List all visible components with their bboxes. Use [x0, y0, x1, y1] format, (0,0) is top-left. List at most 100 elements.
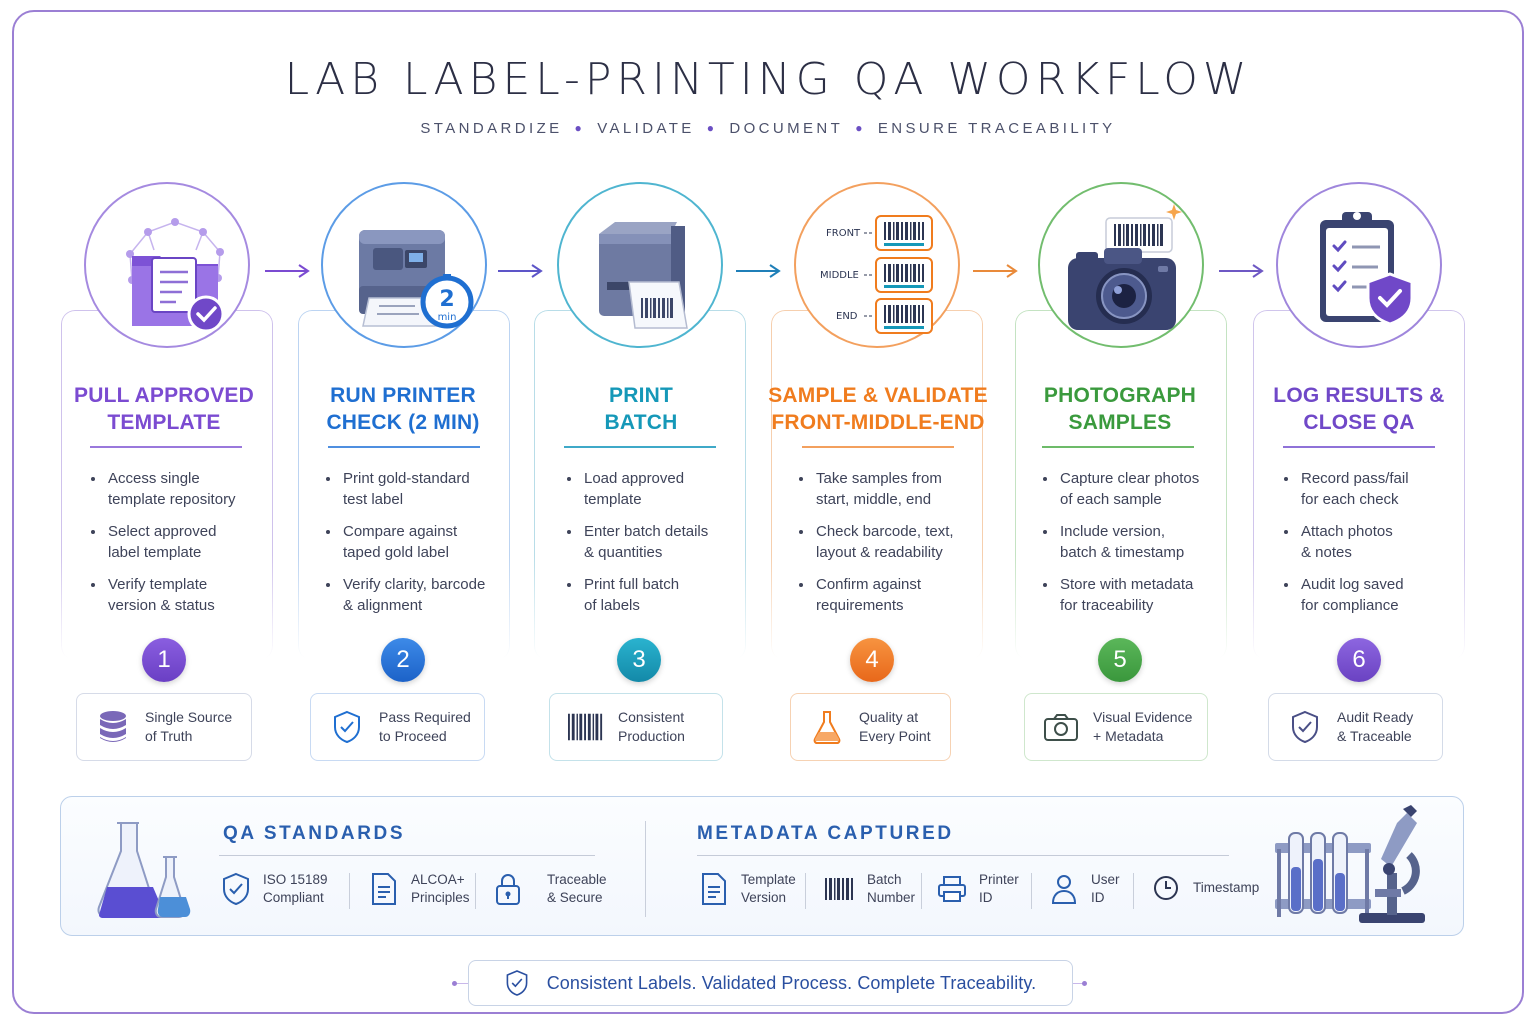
document-icon: [367, 872, 401, 906]
step-rule-4: [802, 446, 954, 448]
divider: [921, 873, 922, 909]
step-rule-5: [1042, 446, 1194, 448]
step-card-3: [534, 310, 746, 660]
bullet-item: Verify clarity, barcode& alignment: [323, 574, 523, 616]
step-title-3: PRINT BATCH: [521, 382, 761, 436]
metadata-rule: [697, 855, 1229, 856]
step-number-5: 5: [1098, 638, 1142, 682]
step-card-5: [1015, 310, 1227, 660]
subtitle-word: STANDARDIZE: [420, 120, 563, 137]
qa-standards-rule: [219, 855, 595, 856]
step-card-4: [771, 310, 983, 660]
camera-barcode-icon: [1068, 204, 1182, 330]
step-number-6: 6: [1337, 638, 1381, 682]
step-circle-1: [84, 182, 250, 348]
camera-icon: [1043, 709, 1079, 745]
step-title-line: CLOSE QA: [1303, 411, 1415, 434]
step-card-1: [61, 310, 273, 660]
step-number-2: 2: [381, 638, 425, 682]
timer-unit: min: [438, 312, 457, 323]
shield-check-icon: [1287, 709, 1323, 745]
step-rule-1: [90, 446, 242, 448]
divider: [645, 821, 646, 917]
step-circle-4: FRONT MIDDLE END: [794, 182, 960, 348]
sample-labels-icon: FRONT MIDDLE END: [820, 215, 933, 334]
step-title-6: LOG RESULTS & CLOSE QA: [1239, 382, 1479, 436]
arrow-right-icon: [973, 264, 1018, 278]
subtitle-word: VALIDATE: [597, 120, 695, 137]
arrow-right-icon: [498, 264, 543, 278]
barcode-icon: [568, 709, 604, 745]
flask-icon: [809, 709, 845, 745]
bullet-item: Check barcode, text,layout & readability: [796, 521, 996, 563]
page-subtitle: STANDARDIZE●VALIDATE●DOCUMENT●ENSURE TRA…: [0, 120, 1536, 137]
step-title-line: SAMPLES: [1068, 411, 1172, 434]
divider: [475, 873, 476, 909]
step-number-3: 3: [617, 638, 661, 682]
qa-standard-item: Traceable& Secure: [491, 871, 607, 907]
step-rule-3: [564, 446, 716, 448]
qa-standards-heading: QA STANDARDS: [223, 823, 406, 844]
template-folder-icon: [126, 218, 225, 333]
badge-text: Visual Evidence+ Metadata: [1093, 709, 1193, 744]
step-rule-6: [1283, 446, 1435, 448]
printer-timer-icon: 2 min: [359, 230, 474, 329]
sample-label-end: END: [836, 311, 858, 322]
subtitle-dot: ●: [574, 121, 586, 135]
database-icon: [95, 709, 131, 745]
step-title-line: CHECK (2 MIN): [326, 411, 480, 434]
user-icon: [1047, 872, 1081, 906]
footer-line-right: [1073, 983, 1085, 984]
step-title-2: RUN PRINTER CHECK (2 MIN): [283, 382, 523, 436]
step-circle-3: [557, 182, 723, 348]
footer-tagline: Consistent Labels. Validated Process. Co…: [546, 972, 1037, 993]
lock-icon: [491, 872, 525, 906]
step-card-2: [298, 310, 510, 660]
shield-check-icon: [329, 709, 365, 745]
subtitle-word: ENSURE TRACEABILITY: [877, 120, 1116, 137]
step-number-1: 1: [142, 638, 186, 682]
step-title-line: PRINT: [609, 384, 673, 407]
divider: [805, 873, 806, 909]
arrow-right-icon: [736, 264, 781, 278]
step-badge-5: Visual Evidence+ Metadata: [1024, 693, 1208, 761]
footer-dot-left: [452, 981, 457, 986]
step-circle-5: [1038, 182, 1204, 348]
arrow-right-icon: [1219, 264, 1264, 278]
step-title-line: SAMPLE & VALIDATE: [768, 384, 988, 407]
step-title-line: FRONT-MIDDLE-END: [771, 411, 985, 434]
sample-label-middle: MIDDLE: [820, 270, 859, 281]
qa-standard-item: ALCOA+Principles: [367, 871, 470, 907]
bullet-item: Enter batch details& quantities: [564, 521, 764, 563]
step-card-6: [1253, 310, 1465, 660]
step-title-line: RUN PRINTER: [330, 384, 476, 407]
step-circle-6: [1276, 182, 1442, 348]
subtitle-word: DOCUMENT: [729, 120, 844, 137]
footer-dot-right: [1082, 981, 1087, 986]
step-number-4: 4: [850, 638, 894, 682]
timer-value: 2: [439, 287, 454, 312]
step-rule-2: [328, 446, 480, 448]
